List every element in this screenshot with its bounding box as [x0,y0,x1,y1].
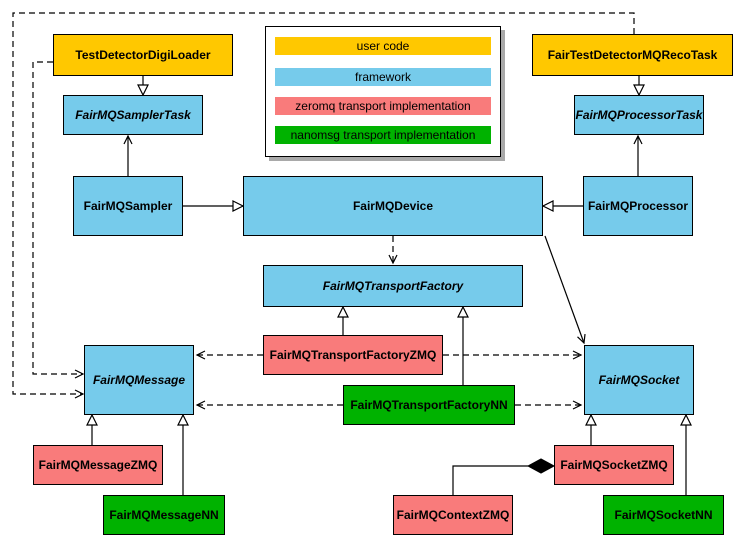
node-fairmqsocketnn: FairMQSocketNN [603,495,724,535]
node-fairmqtransportfactoryzmq: FairMQTransportFactoryZMQ [263,335,443,375]
composition-link [452,458,556,495]
node-fairtestdetectormqrecotask: FairTestDetectorMQRecoTask [532,34,733,76]
node-fairmqprocessortask: FairMQProcessorTask [574,95,704,135]
legend-item-zeromq: zeromq transport implementation [275,97,491,115]
composition-diamond-icon [526,458,556,474]
node-fairmqmessagezmq: FairMQMessageZMQ [33,445,163,485]
node-fairmqdevice: FairMQDevice [243,176,543,236]
node-testdetectordigiloader: TestDetectorDigiLoader [53,34,233,76]
node-fairmqtransportfactory: FairMQTransportFactory [263,265,523,307]
dependency-arrows [12,12,635,410]
legend-item-nanomsg: nanomsg transport implementation [275,126,491,144]
legend-item-user-code: user code [275,37,491,55]
node-fairmqmessage: FairMQMessage [84,345,194,415]
association-arrows [123,134,643,345]
node-fairmqsocket: FairMQSocket [584,345,694,415]
node-fairmqsocketzmq: FairMQSocketZMQ [554,445,674,485]
edge-device-socket [544,235,586,345]
legend-box: user code framework zeromq transport imp… [265,26,501,157]
edge-digiloader-message [32,61,85,379]
node-fairmqprocessor: FairMQProcessor [583,176,693,236]
node-fairmqtransportfactorynn: FairMQTransportFactoryNN [343,385,515,425]
node-fairmqsampler: FairMQSampler [73,176,183,236]
node-fairmqsamplertask: FairMQSamplerTask [63,95,203,135]
node-fairmqcontextzmq: FairMQContextZMQ [393,495,513,535]
edge-recotask-message [12,12,635,399]
inheritance-arrows [86,76,692,495]
edge-socketzmq-contextzmq [452,465,528,495]
legend-item-framework: framework [275,68,491,86]
node-fairmqmessagenn: FairMQMessageNN [103,495,225,535]
